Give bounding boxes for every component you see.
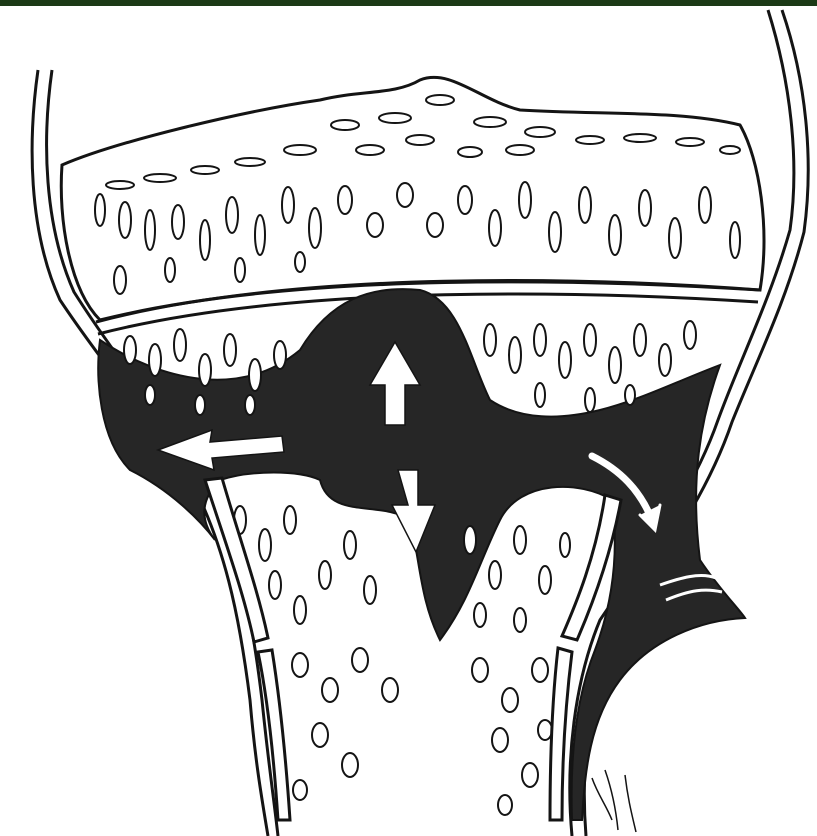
- diaphysis-trabeculae: [292, 648, 552, 815]
- lesion-dark-area: [98, 289, 745, 820]
- bottom-scribble: [592, 770, 636, 832]
